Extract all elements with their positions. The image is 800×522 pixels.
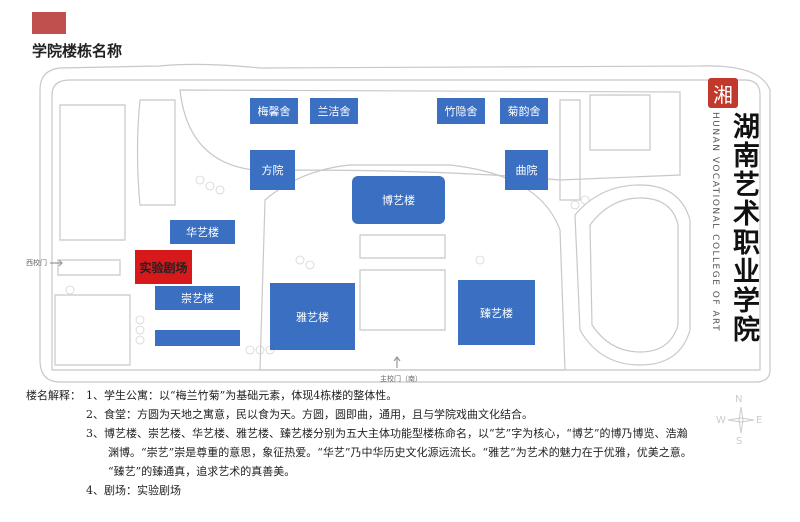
notes-lead: 楼名解释：: [26, 389, 81, 402]
logo-name-en: HUNAN VOCATIONAL COLLEGE OF ART: [710, 112, 720, 333]
building-experimental-theater[interactable]: 实验剧场: [135, 250, 192, 284]
building-yayi[interactable]: 雅艺楼: [270, 283, 355, 350]
west-gate-label: 西校门: [26, 259, 47, 267]
note-item: 4、剧场：实验剧场: [86, 484, 181, 497]
building-lanjie[interactable]: 兰洁舍: [310, 98, 358, 124]
logo-seal: 湘: [708, 78, 738, 108]
building-huayi[interactable]: 华艺楼: [170, 220, 235, 244]
building-name-notes: 楼名解释： 1、学生公寓：以“梅兰竹菊”为基础元素，体现4栋楼的整体性。 2、食堂…: [26, 386, 796, 500]
logo-name-cn: 湖南艺术职业学院: [728, 112, 759, 344]
compass-s: S: [736, 436, 743, 447]
note-item: 2、食堂：方圆为天地之寓意，民以食为天。方圆，圆即曲，通用，且与学院戏曲文化结合…: [86, 408, 533, 421]
building-chongyi[interactable]: 崇艺楼: [155, 286, 240, 310]
legend-swatch: [32, 12, 66, 34]
compass-n: N: [735, 394, 743, 405]
page-title: 学院楼栋名称: [32, 42, 123, 60]
main-gate-label: 主校门（南）: [380, 375, 422, 383]
building-chongyi-annex: [155, 330, 240, 346]
building-meixin[interactable]: 梅馨舍: [250, 98, 298, 124]
note-item: 3、博艺楼、崇艺楼、华艺楼、雅艺楼、臻艺楼分别为五大主体功能型楼栋命名，以“艺”…: [86, 427, 688, 440]
building-quyuan[interactable]: 曲院: [505, 150, 548, 190]
building-juyun[interactable]: 菊韵舍: [500, 98, 548, 124]
building-zhuyin[interactable]: 竹隐舍: [437, 98, 485, 124]
building-boyi[interactable]: 博艺楼: [352, 176, 445, 224]
compass-e: E: [756, 415, 763, 426]
compass-icon: [727, 406, 755, 434]
note-item: 1、学生公寓：以“梅兰竹菊”为基础元素，体现4栋楼的整体性。: [86, 389, 398, 402]
compass-w: W: [716, 415, 726, 426]
note-item-continued: 渊博。“崇艺”崇是尊重的意思，象征热爱。“华艺”乃中华历史文化源远流长。“雅艺”…: [108, 446, 692, 459]
note-item-continued: “臻艺”的臻通真，追求艺术的真善美。: [108, 465, 296, 478]
building-fangyuan[interactable]: 方院: [250, 150, 295, 190]
campus-road-map: [39, 63, 771, 383]
building-zhenyi[interactable]: 臻艺楼: [458, 280, 535, 345]
